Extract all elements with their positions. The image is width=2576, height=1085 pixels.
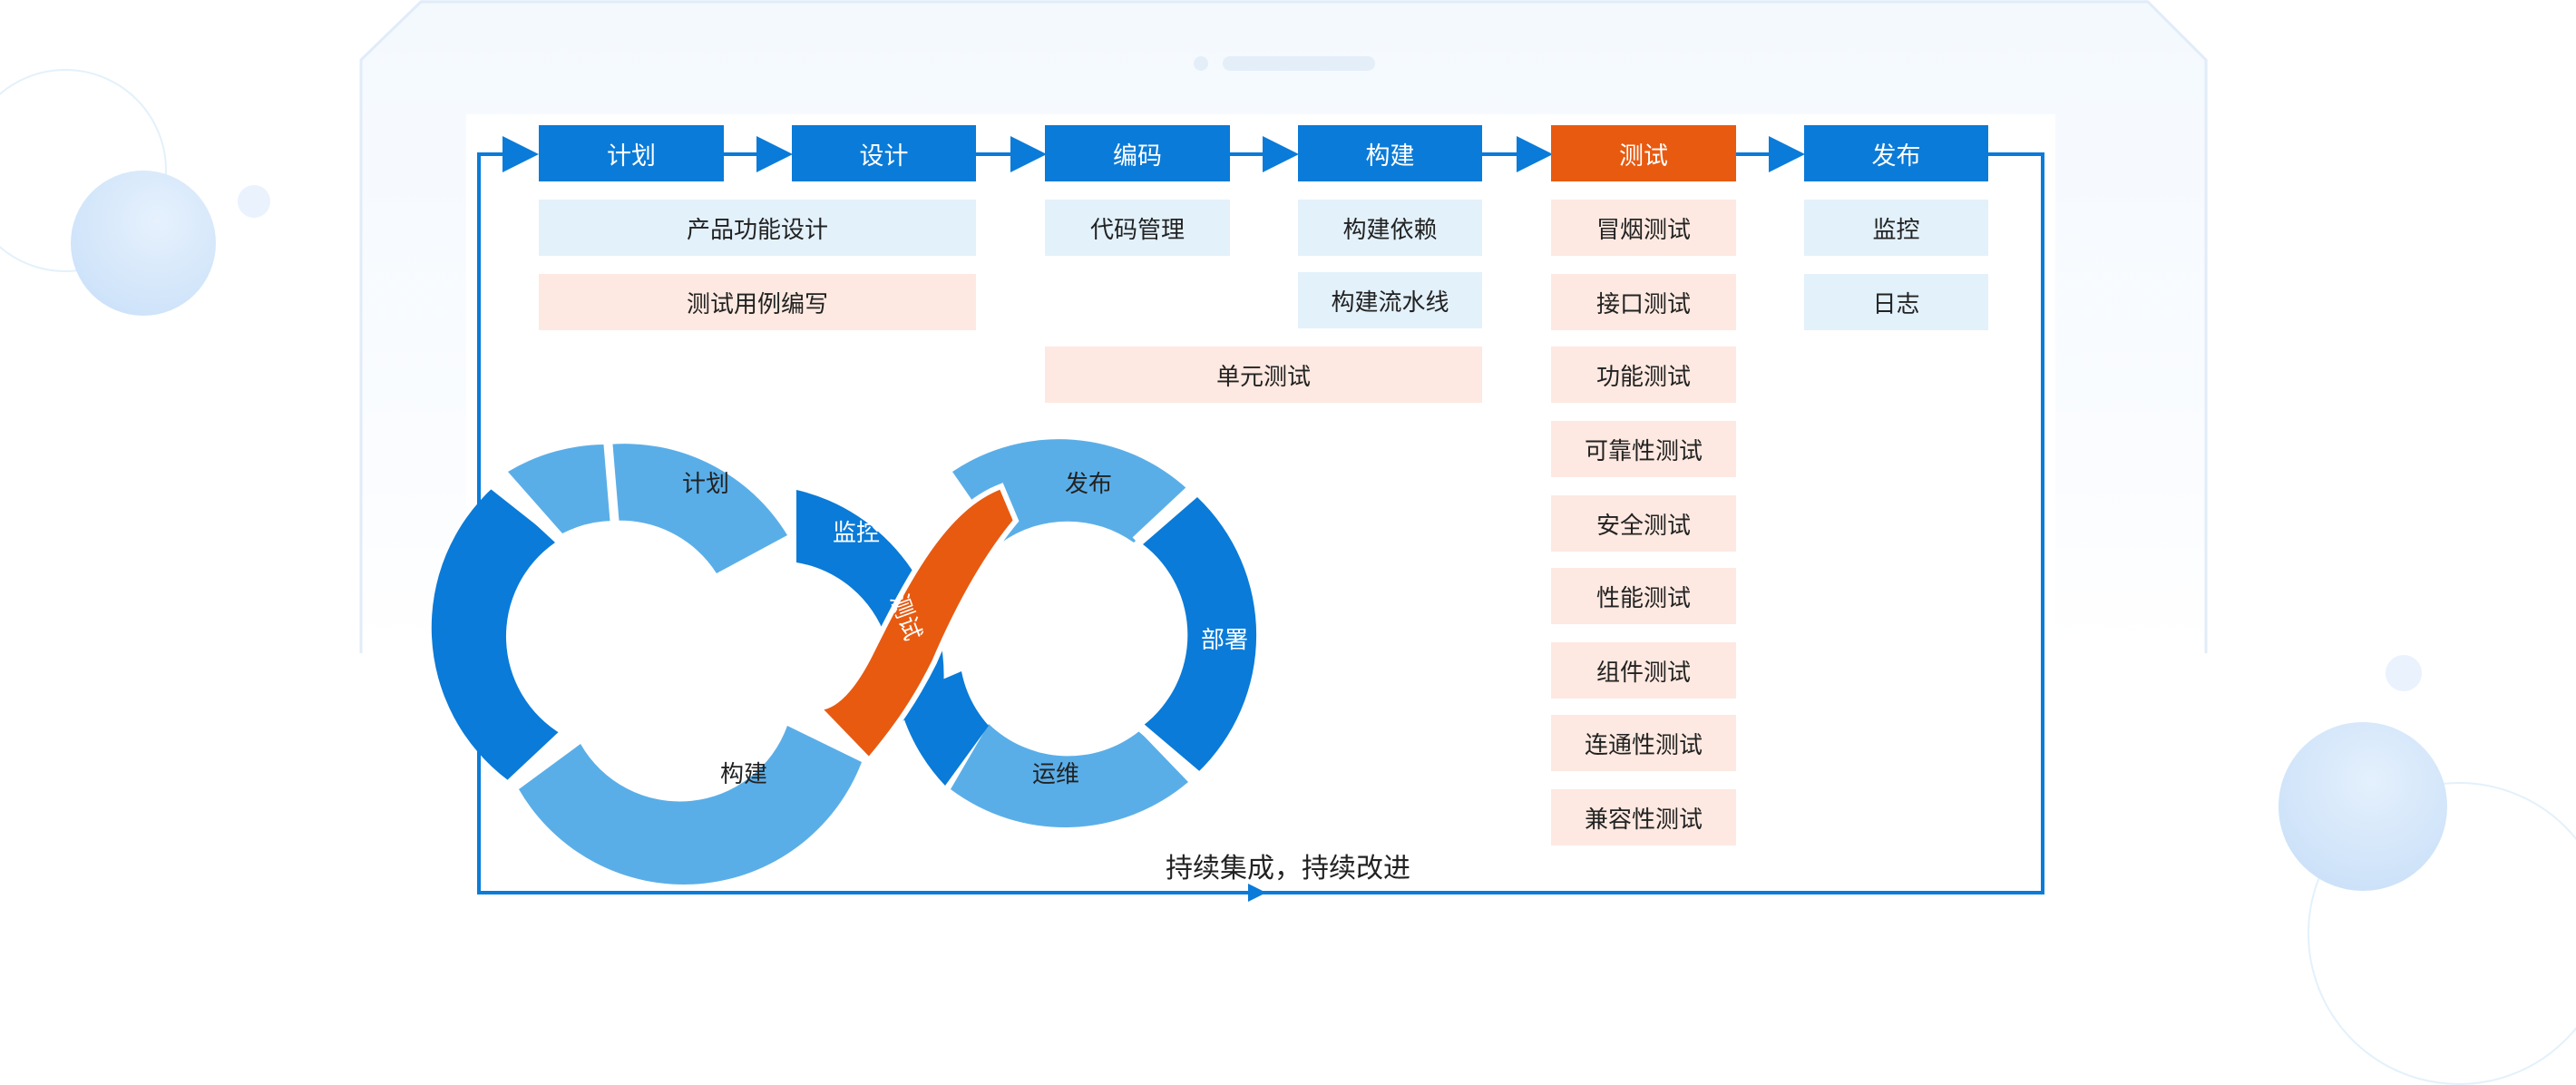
bg-bubble-left-small (238, 185, 270, 218)
segment-ops-dark (898, 671, 989, 786)
segment-build (519, 726, 862, 885)
bg-bubble-left-large (71, 171, 216, 316)
loop-label-monitor: 监控 (833, 520, 880, 547)
test-type-item: 安全测试 (1551, 495, 1736, 552)
task-unit-test: 单元测试 (1045, 347, 1482, 403)
task-build-dependencies: 构建依赖 (1298, 200, 1482, 256)
loop-label-plan: 计划 (682, 471, 729, 498)
loop-label-code: 编码 (553, 627, 600, 654)
task-code-management: 代码管理 (1045, 200, 1230, 256)
task-build-pipeline: 构建流水线 (1298, 272, 1482, 328)
stage-code: 编码 (1045, 125, 1230, 181)
test-type-item: 性能测试 (1551, 568, 1736, 624)
devops-infinity-diagram: 计划 编码 构建 监控 发布 部署 运维 测试 (431, 438, 1257, 885)
task-test-case-writing: 测试用例编写 (539, 274, 976, 330)
bg-bubble-right-large (2278, 722, 2447, 891)
task-monitoring: 监控 (1804, 200, 1988, 256)
test-type-item: 冒烟测试 (1551, 200, 1736, 256)
task-product-design: 产品功能设计 (539, 200, 976, 256)
segment-plan (608, 444, 787, 573)
stage-design: 设计 (792, 125, 976, 181)
bg-bubble-right-small (2386, 655, 2422, 691)
feedback-loop-arrowhead (1248, 884, 1266, 902)
segment-operate (951, 724, 1188, 827)
segment-deploy (1143, 497, 1257, 773)
test-type-item: 组件测试 (1551, 642, 1736, 699)
loop-label-operate: 运维 (1032, 761, 1079, 788)
test-type-item: 功能测试 (1551, 347, 1736, 403)
stage-test: 测试 (1551, 125, 1736, 181)
segment-plan-left (508, 444, 613, 533)
test-type-item: 接口测试 (1551, 274, 1736, 330)
loop-label-release: 发布 (1065, 471, 1112, 498)
test-ribbon (811, 483, 1020, 765)
window-pill (1223, 56, 1375, 71)
test-type-item: 可靠性测试 (1551, 421, 1736, 477)
segment-code (431, 486, 562, 780)
test-type-item: 连通性测试 (1551, 715, 1736, 771)
loop-label-deploy: 部署 (1201, 627, 1248, 654)
loop-caption: 持续集成，持续改进 (1166, 853, 1410, 885)
connectors (477, 136, 2044, 902)
task-logs: 日志 (1804, 274, 1988, 330)
loop-label-build: 构建 (720, 761, 767, 788)
window-dot (1194, 56, 1208, 71)
stage-build: 构建 (1298, 125, 1482, 181)
stage-plan: 计划 (539, 125, 724, 181)
stage-release: 发布 (1804, 125, 1988, 181)
test-type-item: 兼容性测试 (1551, 789, 1736, 846)
